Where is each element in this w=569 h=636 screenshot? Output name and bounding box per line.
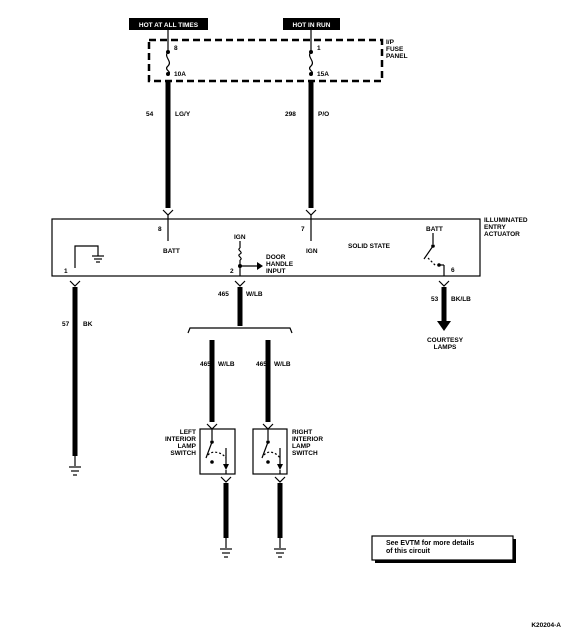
connector-left-switch-bottom <box>220 476 232 483</box>
left-switch-label-1: LEFT <box>180 429 196 436</box>
connector-right-switch-bottom <box>274 476 286 483</box>
hot-in-run-label-box <box>283 18 340 30</box>
right-switch-label-4: SWITCH <box>292 450 318 457</box>
connector-left-switch-top <box>206 423 218 430</box>
wire-54-color: LG/Y <box>175 111 191 118</box>
pin-7-label: IGN <box>306 248 318 255</box>
solid-state-label: SOLID STATE <box>348 243 391 250</box>
courtesy-lamps-label-2: LAMPS <box>434 344 457 351</box>
connector-left-feed <box>162 209 174 216</box>
pin-6-switch-dashed <box>427 257 437 267</box>
courtesy-arrow-head <box>437 321 451 331</box>
pin-2-number: 2 <box>230 268 234 275</box>
pin-8-label: BATT <box>163 248 180 255</box>
wire-57-circuit: 57 <box>62 321 70 328</box>
left-switch-dashed <box>207 451 227 459</box>
fuse-left-icon <box>165 51 171 75</box>
fuse-panel-label-1: I/P <box>386 39 395 46</box>
left-switch-arrow <box>223 464 229 470</box>
hot-in-run-label: HOT IN RUN <box>293 22 331 29</box>
right-switch-dashed <box>263 451 281 459</box>
left-switch-label-3: LAMP <box>178 443 197 450</box>
pin-7-number: 7 <box>301 226 305 233</box>
door-handle-label-2: HANDLE <box>266 261 294 268</box>
pin-6-switch-blade <box>423 245 434 260</box>
left-switch-label-4: SWITCH <box>170 450 196 457</box>
illuminated-entry-actuator-box <box>51 218 481 277</box>
pin-2-ign-label: IGN <box>234 234 246 241</box>
note-box <box>371 535 514 561</box>
wire-465-circuit: 465 <box>218 291 229 298</box>
internal-ground-lead <box>74 245 99 268</box>
note-line-2: of this circuit <box>386 548 431 555</box>
fuse-panel-box <box>147 38 384 83</box>
right-switch-box <box>252 428 288 475</box>
pin-8-number: 8 <box>158 226 162 233</box>
hot-at-all-times-label: HOT AT ALL TIMES <box>139 22 199 29</box>
pin-6-number: 6 <box>451 267 455 274</box>
left-switch-contact <box>210 460 214 464</box>
fuse-left-bottom-terminal <box>166 72 170 76</box>
connector-pin-6 <box>438 280 450 287</box>
connector-pin-2 <box>234 280 246 287</box>
note-line-1: See EVTM for more details <box>386 540 474 547</box>
fuse-right-cavity: 1 <box>317 45 321 52</box>
wire-465-left-color: W/LB <box>218 361 235 368</box>
connector-right-feed <box>305 209 317 216</box>
wire-465-left-circuit: 465 <box>200 361 211 368</box>
fuse-panel-label-2: FUSE <box>386 46 404 53</box>
right-switch-label-1: RIGHT <box>292 429 312 436</box>
right-switch-arrow <box>277 464 283 470</box>
right-switch-contact <box>266 460 270 464</box>
splice-bracket <box>187 327 293 334</box>
module-label-2: ENTRY <box>484 224 506 231</box>
left-switch-box <box>199 428 236 475</box>
hot-at-all-times-label-box <box>129 18 208 30</box>
pin-1-number: 1 <box>64 268 68 275</box>
door-handle-label-3: INPUT <box>266 268 286 275</box>
connector-right-switch-top <box>262 423 274 430</box>
connector-pin-1 <box>69 280 81 287</box>
fuse-left-cavity: 8 <box>174 45 178 52</box>
wire-465-right-color: W/LB <box>274 361 291 368</box>
right-switch-label-2: INTERIOR <box>292 436 323 443</box>
left-switch-blade <box>205 441 213 459</box>
module-label-3: ACTUATOR <box>484 231 520 238</box>
pin-2-resistor-icon <box>238 247 242 261</box>
wire-53-circuit: 53 <box>431 296 439 303</box>
wire-465-right-circuit: 465 <box>256 361 267 368</box>
courtesy-lamps-label-1: COURTESY <box>427 337 464 344</box>
wire-54-circuit: 54 <box>146 111 154 118</box>
wire-53-color: BK/LB <box>451 296 471 303</box>
figure-id: K20204-A <box>531 622 561 629</box>
module-label-1: ILLUMINATED <box>484 217 528 224</box>
wire-57-color: BK <box>83 321 93 328</box>
fuse-panel-label-3: PANEL <box>386 53 408 60</box>
fuse-right-rating: 15A <box>317 71 329 78</box>
right-switch-blade <box>261 441 269 459</box>
door-handle-arrow-head <box>257 262 263 270</box>
fuse-left-rating: 10A <box>174 71 186 78</box>
left-switch-label-2: INTERIOR <box>165 436 196 443</box>
door-handle-label-1: DOOR <box>266 254 286 261</box>
wire-298-color: P/O <box>318 111 329 118</box>
wire-465-color: W/LB <box>246 291 263 298</box>
wire-298-circuit: 298 <box>285 111 296 118</box>
fuse-right-icon <box>308 51 314 75</box>
pin-6-batt-label: BATT <box>426 226 443 233</box>
right-switch-label-3: LAMP <box>292 443 311 450</box>
fuse-right-bottom-terminal <box>309 72 313 76</box>
